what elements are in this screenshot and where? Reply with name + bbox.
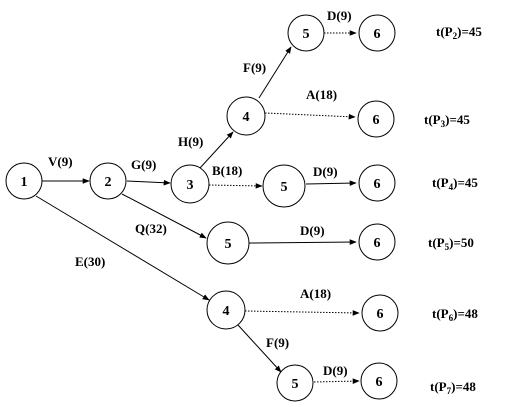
node-6-row6: 6 bbox=[360, 362, 398, 400]
edge-label-2-3: G(9) bbox=[131, 157, 156, 172]
edge-1-4b bbox=[35, 195, 210, 301]
edge-label-3-5b: B(18) bbox=[212, 163, 242, 178]
edge-4a-6b bbox=[264, 112, 356, 120]
edge-5c-6d bbox=[248, 239, 357, 245]
path-time-p2: t(P2)=45 bbox=[436, 24, 482, 41]
edge-2-3 bbox=[126, 179, 171, 186]
edge-label-3-4a: H(9) bbox=[178, 134, 203, 149]
edge-label-1-2: V(9) bbox=[48, 154, 73, 169]
edge-label-1-4b: E(30) bbox=[75, 254, 105, 269]
node-6-row5-label: 6 bbox=[377, 307, 384, 322]
node-4-upper-label: 4 bbox=[243, 110, 250, 125]
edge-3-4a bbox=[199, 131, 234, 169]
node-6-row1: 6 bbox=[358, 14, 396, 52]
node-5-top: 5 bbox=[287, 14, 325, 52]
edge-label-4b-6e: A(18) bbox=[300, 286, 331, 301]
node-6-row3-label: 6 bbox=[374, 177, 381, 192]
edge-4b-5d bbox=[237, 324, 282, 373]
edge-label-4b-5d: F(9) bbox=[266, 335, 289, 350]
node-6-row1-label: 6 bbox=[374, 27, 381, 42]
node-5-q: 5 bbox=[206, 221, 250, 265]
node-6-row2: 6 bbox=[357, 100, 395, 138]
path-time-p6: t(P6)=48 bbox=[432, 306, 478, 323]
edge-3-5b bbox=[208, 183, 263, 189]
node-4-lower: 4 bbox=[206, 290, 246, 330]
edge-label-5b-6c: D(9) bbox=[313, 164, 338, 179]
path-time-p4: t(P4)=45 bbox=[432, 175, 478, 192]
node-1-label: 1 bbox=[21, 175, 28, 190]
path-time-p3: t(P3)=45 bbox=[424, 112, 470, 129]
node-6-row4: 6 bbox=[358, 223, 396, 261]
edge-label-5c-6d: D(9) bbox=[300, 223, 325, 238]
node-4-upper: 4 bbox=[226, 96, 266, 136]
edge-label-5d-6f: D(9) bbox=[323, 363, 348, 378]
node-5-q-label: 5 bbox=[225, 237, 232, 252]
edge-4a-5a bbox=[258, 46, 292, 99]
node-5-mid: 5 bbox=[262, 164, 306, 208]
edge-2-5c bbox=[121, 193, 207, 239]
node-6-row2-label: 6 bbox=[373, 113, 380, 128]
node-6-row3: 6 bbox=[358, 164, 396, 202]
node-6-row6-label: 6 bbox=[376, 375, 383, 390]
node-5-bottom: 5 bbox=[276, 364, 314, 402]
node-6-row5: 6 bbox=[361, 294, 399, 332]
edge-label-4a-6b: A(18) bbox=[306, 87, 337, 102]
node-4-lower-label: 4 bbox=[223, 304, 230, 319]
node-5-bottom-label: 5 bbox=[292, 377, 299, 392]
edge-label-4a-5a: F(9) bbox=[243, 60, 266, 75]
edge-5b-6c bbox=[305, 180, 357, 186]
path-time-p7: t(P7)=48 bbox=[430, 379, 476, 396]
edge-4b-6e bbox=[244, 310, 360, 316]
node-1: 1 bbox=[5, 162, 43, 200]
edge-5d-6f bbox=[313, 378, 360, 384]
path-time-p5: t(P5)=50 bbox=[428, 235, 474, 252]
node-3-label: 3 bbox=[187, 178, 194, 193]
node-5-top-label: 5 bbox=[303, 27, 310, 42]
node-6-row4-label: 6 bbox=[374, 236, 381, 251]
node-3: 3 bbox=[170, 164, 210, 204]
node-5-mid-label: 5 bbox=[281, 180, 288, 195]
edge-label-2-5c: Q(32) bbox=[135, 221, 167, 236]
edge-label-5a-6a: D(9) bbox=[327, 8, 352, 23]
node-2-label: 2 bbox=[105, 175, 112, 190]
node-2: 2 bbox=[89, 162, 127, 200]
